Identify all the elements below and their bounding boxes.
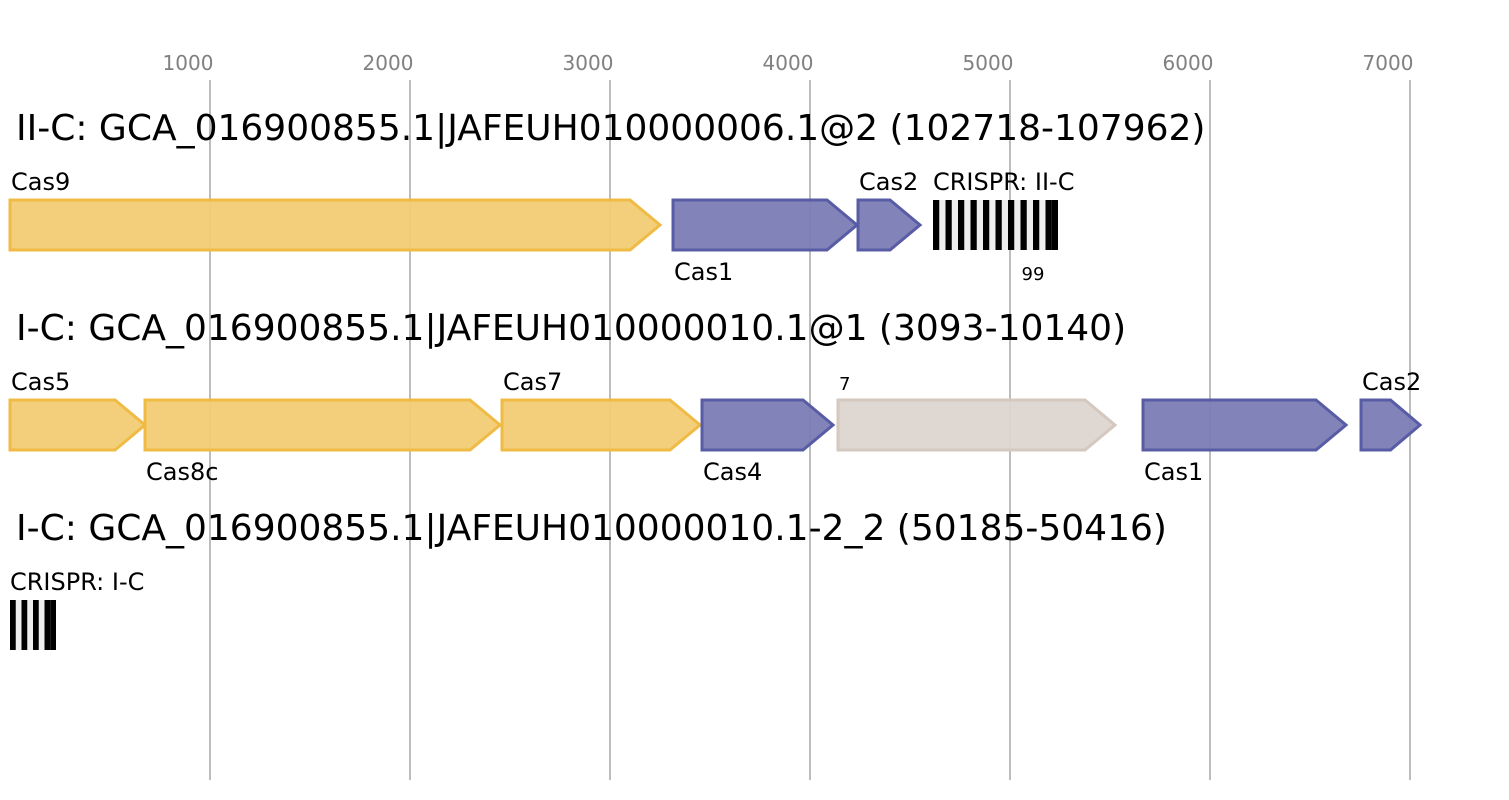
gene-arrow-7[interactable] bbox=[836, 398, 1118, 452]
track-title: II-C: GCA_016900855.1|JAFEUH010000006.1@… bbox=[16, 108, 1205, 149]
crispr-repeat bbox=[10, 600, 16, 650]
gene-label: Cas8c bbox=[146, 458, 218, 486]
tick-label: 1000 bbox=[163, 51, 214, 75]
gene-arrow-cas9[interactable] bbox=[8, 198, 663, 252]
crispr-repeat bbox=[50, 600, 56, 650]
track: I-C: GCA_016900855.1|JAFEUH010000010.1@1… bbox=[8, 308, 1423, 486]
gene-arrow-cas8c[interactable] bbox=[143, 398, 503, 452]
track-title: I-C: GCA_016900855.1|JAFEUH010000010.1-2… bbox=[16, 508, 1167, 549]
gene-label: Cas7 bbox=[503, 368, 562, 396]
crispr-repeat bbox=[1045, 200, 1052, 250]
tick-label: 2000 bbox=[363, 51, 414, 75]
crispr-repeat bbox=[1008, 200, 1015, 250]
gene-label: Cas1 bbox=[1144, 458, 1203, 486]
gene-arrow-cas1[interactable] bbox=[1141, 398, 1349, 452]
crispr-repeat bbox=[995, 200, 1002, 250]
crispr-repeat bbox=[21, 600, 28, 650]
track: I-C: GCA_016900855.1|JAFEUH010000010.1-2… bbox=[10, 508, 1167, 650]
tick-label: 6000 bbox=[1163, 51, 1214, 75]
crispr-array[interactable] bbox=[933, 200, 1058, 250]
gene-arrow-cas7[interactable] bbox=[500, 398, 703, 452]
gene-arrow-cas1[interactable] bbox=[671, 198, 860, 252]
crispr-repeat bbox=[945, 200, 952, 250]
gene-label: Cas4 bbox=[703, 458, 762, 486]
crispr-label: CRISPR: II-C bbox=[933, 168, 1074, 196]
gene-label: Cas2 bbox=[859, 168, 918, 196]
crispr-repeat bbox=[958, 200, 965, 250]
crispr-repeat bbox=[983, 200, 990, 250]
track-title: I-C: GCA_016900855.1|JAFEUH010000010.1@1… bbox=[16, 308, 1126, 349]
crispr-repeat bbox=[1051, 200, 1058, 250]
gene-arrow-cas2[interactable] bbox=[1359, 398, 1423, 452]
gene-arrow-cas2[interactable] bbox=[856, 198, 923, 252]
crispr-repeat bbox=[33, 600, 39, 650]
crispr-repeat bbox=[933, 200, 940, 250]
tick-label: 4000 bbox=[763, 51, 814, 75]
crispr-repeat bbox=[1033, 200, 1040, 250]
crispr-array[interactable] bbox=[10, 600, 56, 650]
gene-label: Cas2 bbox=[1362, 368, 1421, 396]
crispr-repeat bbox=[970, 200, 977, 250]
crispr-count-label: 99 bbox=[1022, 264, 1045, 285]
gene-label: Cas5 bbox=[11, 368, 70, 396]
tick-label: 5000 bbox=[963, 51, 1014, 75]
gene-arrow-cas5[interactable] bbox=[8, 398, 148, 452]
crispr-label: CRISPR: I-C bbox=[10, 568, 144, 596]
gene-arrow-cas4[interactable] bbox=[700, 398, 836, 452]
tick-label: 7000 bbox=[1363, 51, 1414, 75]
gene-label: Cas9 bbox=[11, 168, 70, 196]
gene-label: Cas1 bbox=[674, 258, 733, 286]
crispr-repeat bbox=[44, 600, 51, 650]
tick-label: 3000 bbox=[563, 51, 614, 75]
tracks: II-C: GCA_016900855.1|JAFEUH010000006.1@… bbox=[8, 108, 1423, 650]
gene-label: 7 bbox=[839, 374, 850, 395]
track: II-C: GCA_016900855.1|JAFEUH010000006.1@… bbox=[8, 108, 1205, 286]
crispr-repeat bbox=[1020, 200, 1027, 250]
